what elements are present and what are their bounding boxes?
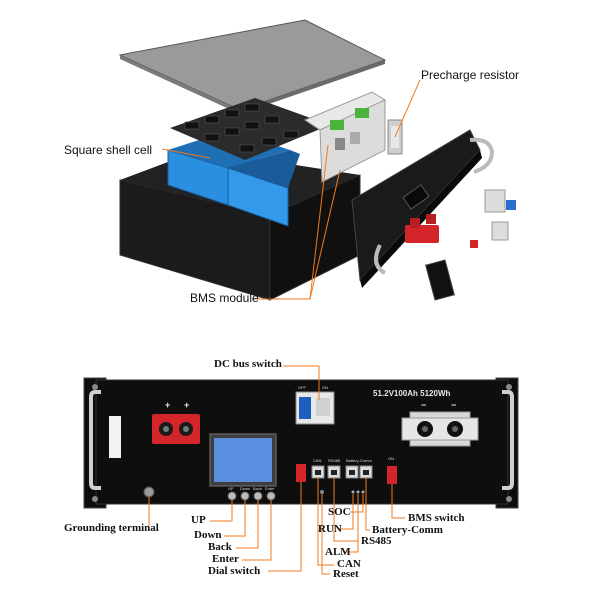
- right-handle: [502, 390, 514, 490]
- port-label-can: CAN: [313, 458, 322, 463]
- minus-terminal-1: −: [421, 400, 427, 410]
- up-button[interactable]: [227, 491, 237, 501]
- bms-module-label: BMS module: [190, 291, 259, 305]
- breaker-on-label: ON: [322, 385, 328, 390]
- bms-board: [303, 91, 387, 183]
- panel-rating: 51.2V100Ah 5120Wh: [373, 389, 451, 398]
- enter-button[interactable]: [266, 491, 276, 501]
- btn-label-up: UP: [228, 486, 234, 491]
- lcd-screen: [209, 433, 277, 487]
- dc-bus-breaker: [295, 391, 335, 425]
- reset-hole[interactable]: [320, 490, 324, 494]
- btn-label-back: Back: [253, 486, 262, 491]
- bms-switch[interactable]: [387, 466, 397, 484]
- precharge-resistor-label: Precharge resistor: [421, 68, 520, 82]
- breaker-off-label: OFF: [298, 385, 306, 390]
- port-label-rs485: RS485: [328, 458, 341, 463]
- battery-comm-label: Battery-Comm: [372, 524, 443, 536]
- run-led: [351, 490, 355, 494]
- btn-label-down: Down: [240, 486, 251, 491]
- dial-switch-label: Dial switch: [208, 565, 261, 577]
- dial-switch[interactable]: [296, 464, 306, 482]
- down-button[interactable]: [240, 491, 250, 501]
- soc-led: [361, 490, 365, 494]
- plus-terminal-2: +: [184, 400, 190, 410]
- up-label: UP: [191, 514, 206, 526]
- bms-switch-on-label: ON: [388, 456, 394, 461]
- port-label-battery-comm: Battery-Comm: [346, 458, 372, 463]
- grounding-terminal-label: Grounding terminal: [64, 522, 159, 534]
- back-label: Back: [208, 541, 232, 553]
- enter-label: Enter: [212, 553, 239, 565]
- exploded-battery-assembly: [118, 19, 516, 301]
- exploded-front-panel: [351, 129, 516, 301]
- plus-terminal-1: +: [165, 400, 171, 410]
- bms-switch-label: BMS switch: [408, 512, 465, 524]
- back-button[interactable]: [253, 491, 263, 501]
- front-panel: [83, 377, 519, 509]
- top-lid: [118, 19, 387, 111]
- grounding-terminal: [143, 486, 155, 498]
- can-label: CAN: [337, 558, 361, 570]
- btn-label-enter: Enter: [265, 486, 275, 491]
- positive-terminals: [152, 414, 200, 444]
- left-handle: [89, 390, 101, 490]
- bottom-callout-lines: [148, 365, 405, 575]
- alm-led: [356, 490, 360, 494]
- alm-label: ALM: [325, 546, 351, 558]
- control-buttons: [227, 491, 276, 501]
- down-label: Down: [194, 529, 222, 541]
- soc-label: SOC: [328, 506, 351, 518]
- run-label: RUN: [318, 523, 342, 535]
- top-callout-lines: [161, 79, 421, 300]
- cell-tops: [170, 98, 330, 160]
- square-shell-cell-label: Square shell cell: [64, 143, 153, 157]
- rs485-label: RS485: [361, 535, 392, 547]
- minus-terminal-2: −: [451, 400, 457, 410]
- dc-bus-switch-label: DC bus switch: [214, 358, 282, 370]
- reset-label: Reset: [333, 568, 359, 580]
- negative-terminals: [401, 411, 479, 447]
